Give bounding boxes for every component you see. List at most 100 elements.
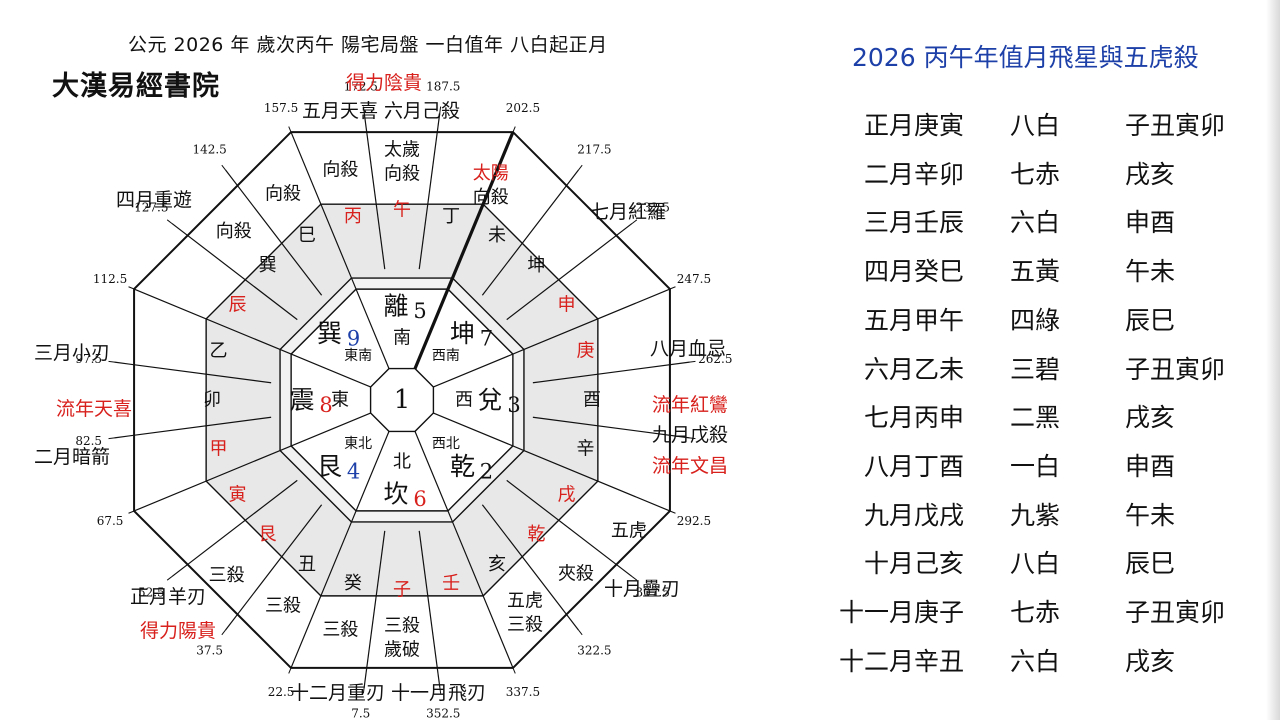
five-tiger-cell: 申酉 xyxy=(1125,451,1176,481)
mountain-divider xyxy=(114,416,272,439)
facing-axis-line xyxy=(413,131,515,370)
mountain-label: 丁 xyxy=(442,206,460,227)
outer-label-september: 九月戊殺 xyxy=(652,424,729,446)
mountain-label: 辰 xyxy=(228,295,246,316)
outer-label-may-june: 五月天喜 六月己殺 xyxy=(302,100,461,122)
mountain-label: 卯 xyxy=(203,390,221,411)
mountain-label: 巳 xyxy=(298,225,316,246)
direction-label: 西北 xyxy=(432,436,460,452)
star-cell: 一白 xyxy=(1010,451,1061,481)
month-cell: 八月丁酉 xyxy=(863,451,964,481)
star-cell: 七赤 xyxy=(1010,598,1061,627)
palace-divider xyxy=(350,277,390,369)
degree-label: 337.5 xyxy=(506,685,540,699)
degree-label: 67.5 xyxy=(97,514,124,528)
tick-mark xyxy=(669,286,676,290)
tick-mark xyxy=(631,219,638,224)
palace-gua: 坎 xyxy=(383,480,408,509)
five-tiger-cell: 午未 xyxy=(1125,500,1176,530)
month-cell: 五月甲午 xyxy=(863,305,964,335)
ring-annotation: 太歲 xyxy=(384,140,420,161)
table-row: 十月己亥八白辰巳 xyxy=(820,544,1240,584)
tick-mark xyxy=(362,687,365,694)
direction-label: 西 xyxy=(455,390,473,411)
degree-label: 157.5 xyxy=(264,101,298,115)
window-edge xyxy=(1266,0,1280,720)
tick-mark xyxy=(689,360,696,363)
palace-gua: 坤 xyxy=(450,319,475,348)
mountain-divider xyxy=(532,416,690,439)
mountain-label: 亥 xyxy=(488,554,506,575)
direction-label: 東 xyxy=(331,390,349,411)
mountain-label: 未 xyxy=(488,225,506,246)
star-cell: 八白 xyxy=(1010,549,1061,579)
star-cell: 七赤 xyxy=(1010,159,1061,189)
ring-annotation: 歲破 xyxy=(384,640,420,661)
table-row: 五月甲午四綠辰巳 xyxy=(820,301,1240,341)
ring-annotation: 太陽 xyxy=(473,163,509,184)
mountain-divider xyxy=(114,361,272,384)
degree-label: 352.5 xyxy=(426,706,460,720)
month-cell: 二月辛卯 xyxy=(863,159,964,189)
palace-star-number: 7 xyxy=(480,327,493,351)
mountain-divider xyxy=(418,112,441,270)
table-row: 九月戊戌九紫午未 xyxy=(820,496,1240,536)
mountain-divider xyxy=(171,222,298,321)
five-tiger-cell: 戌亥 xyxy=(1125,646,1176,676)
five-tiger-cell: 子丑寅卯 xyxy=(1125,598,1226,627)
tick-mark xyxy=(166,576,173,581)
tick-mark xyxy=(631,576,638,581)
tick-mark xyxy=(128,510,135,514)
palace-star-number: 5 xyxy=(413,299,426,323)
mountain-label: 癸 xyxy=(344,573,362,594)
mountain-label: 丙 xyxy=(344,206,362,227)
degree-label: 127.5 xyxy=(134,201,168,215)
outer-label-deli-yanggui: 得力陽貴 xyxy=(140,620,217,642)
mountain-divider xyxy=(290,521,353,669)
star-cell: 六白 xyxy=(1010,208,1061,238)
mountain-divider xyxy=(523,449,671,512)
five-tiger-cell: 申酉 xyxy=(1125,208,1176,238)
direction-ring-fill xyxy=(291,289,513,511)
degree-label: 7.5 xyxy=(351,706,370,720)
direction-label: 東北 xyxy=(344,436,372,452)
degree-label: 292.5 xyxy=(677,514,711,528)
ring-annotation: 五虎 xyxy=(507,591,543,612)
palace-gua: 巽 xyxy=(317,319,342,348)
mountain-divider xyxy=(363,530,386,688)
table-title: 2026 丙午年值月飛星與五虎殺 xyxy=(852,43,1199,72)
tick-mark xyxy=(288,126,292,133)
mountain-divider xyxy=(363,112,386,270)
mountain-divider xyxy=(171,479,298,578)
outer-label-year-tianxi: 流年天喜 xyxy=(56,398,133,420)
ring-annotation: 向殺 xyxy=(265,183,301,204)
palace-divider xyxy=(279,412,371,452)
outer-label-april: 四月重遊 xyxy=(116,189,193,211)
star-cell: 九紫 xyxy=(1010,500,1061,530)
tick-mark xyxy=(221,164,226,171)
mountain-divider xyxy=(481,169,580,296)
tick-mark xyxy=(669,510,676,514)
table-row: 七月丙申二黑戌亥 xyxy=(820,398,1240,438)
tick-mark xyxy=(578,164,583,171)
five-tiger-cell: 戌亥 xyxy=(1125,159,1176,189)
ring-annotation: 向殺 xyxy=(473,187,509,208)
table-row: 十一月庚子七赤子丑寅卯 xyxy=(820,593,1240,633)
outer-label-january: 正月羊刃 xyxy=(130,586,207,608)
tick-mark xyxy=(221,629,226,636)
table-row: 正月庚寅八白子丑寅卯 xyxy=(820,106,1240,146)
brand-title: 大漢易經書院 xyxy=(52,71,220,102)
mountain-divider xyxy=(133,288,281,351)
tick-mark xyxy=(439,106,442,113)
tick-mark xyxy=(108,437,115,440)
ring-annotation: 五虎 xyxy=(611,521,647,542)
outer-label-year-hongluan: 流年紅鸞 xyxy=(652,394,729,416)
star-cell: 四綠 xyxy=(1010,305,1061,335)
outer-label-deli-yingui: 得力陰貴 xyxy=(346,72,423,94)
tick-mark xyxy=(512,126,516,133)
tick-mark xyxy=(578,629,583,636)
degree-label: 97.5 xyxy=(75,352,102,366)
month-cell: 正月庚寅 xyxy=(863,111,964,140)
tick-mark xyxy=(439,687,442,694)
